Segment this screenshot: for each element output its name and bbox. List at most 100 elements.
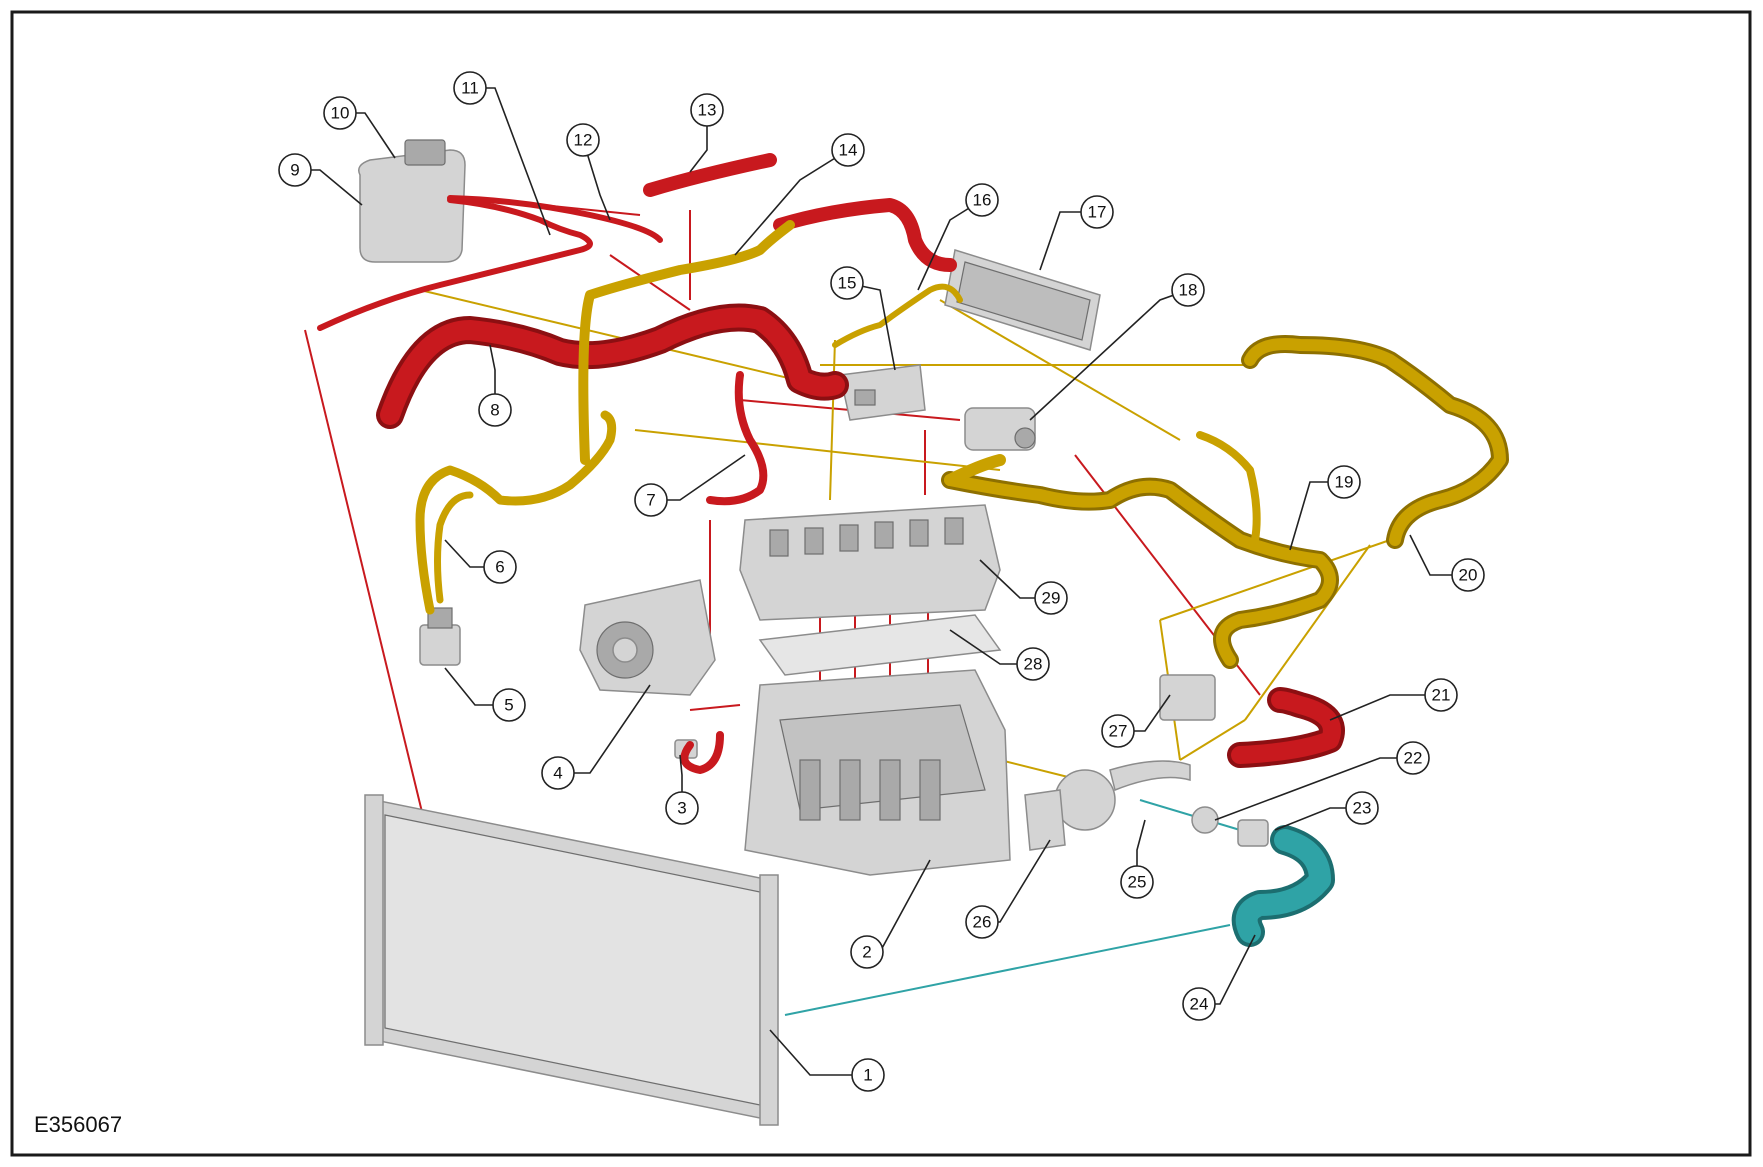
callout-16: 16	[965, 183, 999, 217]
callout-12: 12	[566, 123, 600, 157]
callout-label: 26	[973, 913, 992, 932]
callout-circle	[323, 96, 357, 130]
callout-label: 14	[839, 141, 858, 160]
callouts: 1234567891011121314151617181920212223242…	[278, 71, 1485, 1092]
head-gasket	[758, 614, 1002, 676]
callout-circle	[1016, 647, 1050, 681]
callout-circle	[1171, 273, 1205, 307]
hose-11	[317, 197, 593, 331]
callout-label: 20	[1459, 566, 1478, 585]
callout-9: 9	[278, 153, 312, 187]
cylinder-head	[739, 504, 1001, 621]
components	[358, 139, 1269, 1126]
callout-19: 19	[1327, 465, 1361, 499]
callout-4: 4	[541, 756, 575, 790]
callout-circle	[851, 1058, 885, 1092]
callout-1: 1	[851, 1058, 885, 1092]
callout-label: 25	[1128, 873, 1147, 892]
coolant-bracket	[839, 364, 926, 421]
callout-label: 15	[838, 274, 857, 293]
callout-label: 11	[461, 79, 479, 98]
callout-18: 18	[1171, 273, 1205, 307]
coolant-valve	[419, 607, 461, 666]
callout-label: 16	[973, 191, 992, 210]
callout-26: 26	[965, 905, 999, 939]
callout-6: 6	[483, 550, 517, 584]
water-pump	[579, 579, 716, 696]
coolant-temperature-sensor	[1237, 819, 1269, 847]
flow-line-yellow	[634, 429, 1001, 471]
callout-2: 2	[850, 935, 884, 969]
callout-circle	[1345, 791, 1379, 825]
callout-label: 13	[698, 101, 717, 120]
hose-14	[578, 220, 795, 465]
callout-label: 23	[1353, 799, 1372, 818]
callout-circle	[965, 183, 999, 217]
expansion-tank	[358, 139, 466, 263]
callout-label: 18	[1179, 281, 1198, 300]
callout-circle	[492, 688, 526, 722]
callout-label: 6	[495, 558, 504, 577]
callout-14: 14	[831, 133, 865, 167]
callout-label: 28	[1024, 655, 1043, 674]
callout-circle	[850, 935, 884, 969]
callout-29: 29	[1034, 581, 1068, 615]
callout-circle	[831, 133, 865, 167]
callout-circle	[541, 756, 575, 790]
callout-circle	[965, 905, 999, 939]
bypass-valve	[1024, 789, 1066, 851]
callout-23: 23	[1345, 791, 1379, 825]
figure-code: E356067	[34, 1112, 122, 1137]
callout-circle	[1327, 465, 1361, 499]
callout-circle	[1101, 714, 1135, 748]
callout-circle	[1451, 558, 1485, 592]
callout-label: 12	[574, 131, 593, 150]
callout-label: 2	[862, 943, 871, 962]
callout-label: 1	[863, 1066, 872, 1085]
callout-circle	[453, 71, 487, 105]
callout-3: 3	[665, 791, 699, 825]
callout-10: 10	[323, 96, 357, 130]
flow-line-red	[304, 329, 431, 846]
callout-label: 3	[677, 799, 686, 818]
callout-label: 27	[1109, 722, 1128, 741]
cylinder-block	[744, 669, 1011, 876]
hose-3	[680, 731, 724, 774]
hose-6	[415, 410, 617, 615]
callout-22: 22	[1396, 741, 1430, 775]
hose-18-yellow	[944, 454, 1006, 486]
callout-label: 17	[1088, 203, 1107, 222]
callout-circle	[483, 550, 517, 584]
callout-label: 5	[504, 696, 513, 715]
callout-circle	[278, 153, 312, 187]
callout-label: 19	[1335, 473, 1354, 492]
flow-line-cyan	[1139, 799, 1241, 831]
hose-16	[832, 283, 963, 348]
callout-label: 22	[1404, 749, 1423, 768]
callout-label: 10	[331, 104, 350, 123]
callout-circle	[830, 266, 864, 300]
callout-7: 7	[634, 483, 668, 517]
hose-14-red	[773, 198, 957, 272]
callout-label: 9	[290, 161, 299, 180]
flow-line-red	[689, 704, 741, 711]
callout-circle	[1034, 581, 1068, 615]
coolant-hoses	[317, 153, 1509, 947]
callout-25: 25	[1120, 865, 1154, 899]
hose-13	[643, 153, 777, 197]
control-module	[1159, 674, 1216, 721]
auxiliary-pump	[1054, 760, 1191, 831]
callout-circle	[1424, 678, 1458, 712]
callout-circle	[1120, 865, 1154, 899]
callout-28: 28	[1016, 647, 1050, 681]
callout-circle	[1080, 195, 1114, 229]
callout-27: 27	[1101, 714, 1135, 748]
callout-label: 21	[1432, 686, 1451, 705]
callout-label: 24	[1190, 995, 1209, 1014]
callout-circle	[1396, 741, 1430, 775]
callout-circle	[478, 393, 512, 427]
flow-line-yellow	[829, 339, 836, 501]
callout-circle	[634, 483, 668, 517]
callout-11: 11	[453, 71, 487, 105]
